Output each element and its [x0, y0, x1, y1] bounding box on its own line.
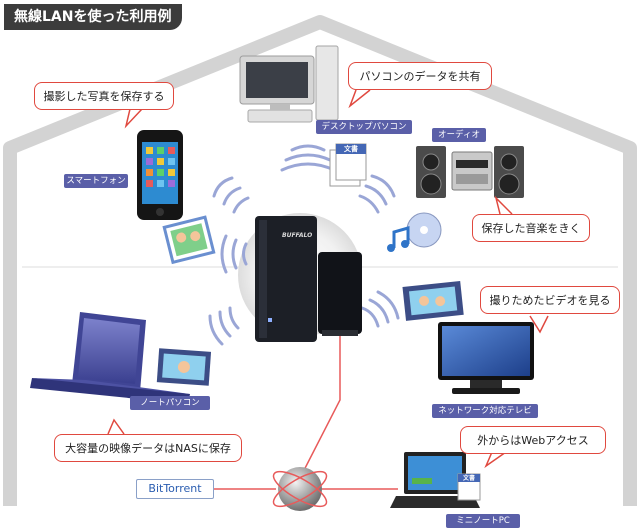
photo-icon — [162, 215, 216, 265]
wireless-waves — [208, 144, 400, 346]
diagram-title: 無線LANを使った利用例 — [4, 4, 182, 30]
tag-audio: オーディオ — [432, 128, 486, 142]
desktop-pc — [239, 45, 339, 123]
tag-desktop-pc: デスクトップパソコン — [316, 120, 412, 134]
bubble-nas-storage: 大容量の映像データはNASに保存 — [54, 434, 242, 462]
bubble-listen-music: 保存した音楽をきく — [472, 214, 590, 242]
document-icons — [329, 143, 367, 187]
router-brand: BUFFALO — [282, 232, 313, 239]
document-label-2: 文書 — [462, 475, 475, 482]
bubble-watch-video: 撮りためたビデオを見る — [480, 286, 620, 314]
document-icon-2 — [457, 473, 481, 501]
smartphone — [137, 130, 183, 220]
bubble-share-data: パソコンのデータを共有 — [348, 62, 492, 90]
tag-smartphone: スマートフォン — [64, 174, 128, 188]
tag-mini-notebook: ミニノートPC — [446, 514, 520, 528]
television — [438, 322, 534, 394]
bittorrent-label: BitTorrent — [136, 479, 214, 499]
audio-system — [416, 146, 524, 198]
nas-device — [255, 216, 317, 342]
bubble-save-photo: 撮影した写真を保存する — [34, 82, 174, 110]
mini-notebook — [390, 452, 480, 508]
router-device — [318, 252, 362, 336]
bubble-web-access: 外からはWebアクセス — [460, 426, 606, 454]
film-icon — [402, 280, 464, 321]
tag-notebook-pc: ノートパソコン — [130, 396, 210, 410]
bubble-tails — [107, 89, 549, 469]
film-icon-2 — [156, 348, 212, 386]
cable-lines — [214, 332, 398, 490]
document-label: 文書 — [344, 145, 358, 153]
cd-music-icon — [387, 212, 442, 252]
globe-icon — [272, 467, 328, 511]
tag-network-tv: ネットワーク対応テレビ — [432, 404, 538, 418]
house-outline — [3, 15, 637, 506]
